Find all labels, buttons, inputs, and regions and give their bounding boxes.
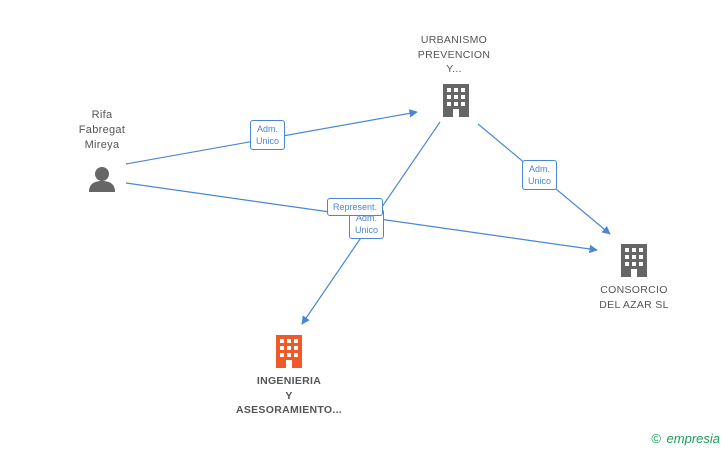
edge-label-person-urbanismo: Adm. Unico (250, 120, 286, 150)
urbanismo-node-label[interactable]: URBANISMO PREVENCION Y... (404, 33, 504, 77)
label-line: CONSORCIO (600, 284, 668, 296)
label-line: URBANISMO (420, 34, 488, 46)
edge-label-line: Adm. (257, 124, 279, 134)
label-line: Fabregat (78, 124, 126, 136)
building-icon[interactable] (443, 84, 469, 117)
label-line: Rifa (91, 109, 113, 121)
label-line: INGENIERIA (256, 375, 322, 387)
building-icon[interactable] (276, 335, 302, 368)
label-line: DEL AZAR SL (599, 298, 669, 311)
edge-label-line: Adm. (356, 213, 378, 223)
label-line: Y (285, 389, 293, 402)
edge-label-line: Unico (355, 225, 379, 235)
edge-label-person-consorcio: Represent. (327, 198, 384, 216)
edge-label-line: Unico (256, 136, 280, 146)
building-icon[interactable] (621, 244, 647, 277)
consorcio-node-label[interactable]: CONSORCIO DEL AZAR SL (584, 283, 684, 312)
edge-label-line: Adm. (529, 164, 551, 174)
ingenieria-node-label[interactable]: INGENIERIA Y ASESORAMIENTO... (214, 374, 364, 418)
person-node-label[interactable]: Rifa Fabregat Mireya (62, 108, 142, 153)
copyright-icon: © (651, 431, 661, 446)
brand-watermark: © empresia (651, 431, 720, 446)
person-icon[interactable] (89, 167, 115, 192)
label-line: Mireya (84, 139, 120, 151)
label-line: Y... (446, 63, 462, 75)
edge-label-line: Unico (528, 176, 552, 186)
label-line: ASESORAMIENTO... (235, 404, 343, 416)
edge-label-line: Represent. (333, 202, 378, 212)
label-line: PREVENCION (417, 48, 491, 61)
brand-name: empresia (666, 431, 720, 446)
edge-label-urbanismo-consorcio: Adm. Unico (522, 160, 558, 190)
